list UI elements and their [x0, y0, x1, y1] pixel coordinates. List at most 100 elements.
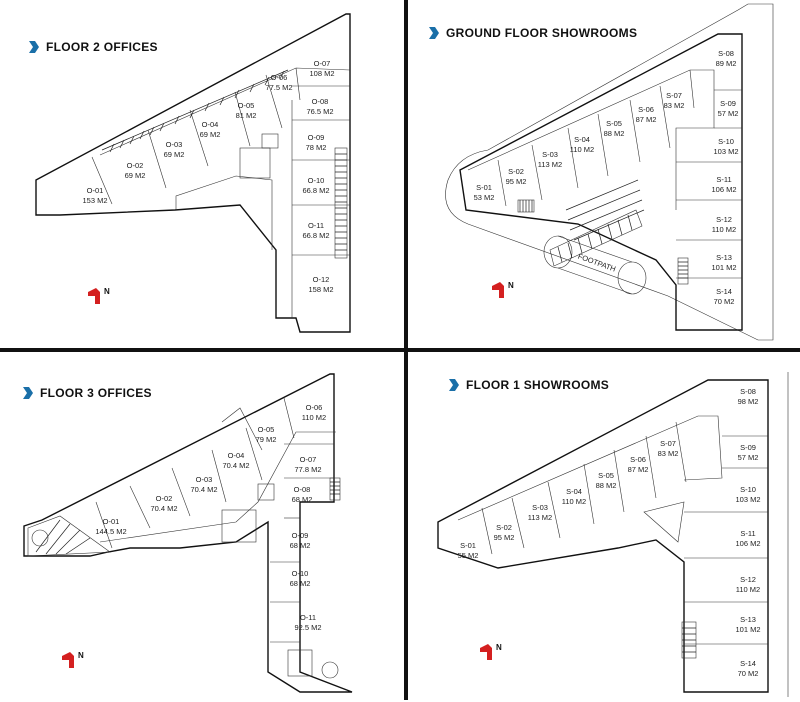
svg-text:103 M2: 103 M2 [713, 147, 738, 156]
svg-text:N: N [508, 281, 514, 290]
svg-text:108 M2: 108 M2 [309, 69, 334, 78]
svg-text:O-01: O-01 [103, 517, 120, 526]
svg-text:S-10: S-10 [718, 137, 734, 146]
svg-text:O-06: O-06 [271, 73, 288, 82]
svg-text:S-10: S-10 [740, 485, 756, 494]
svg-text:O-09: O-09 [308, 133, 325, 142]
svg-text:O-08: O-08 [294, 485, 311, 494]
panel-title: GROUND FLOOR SHOWROOMS [428, 26, 637, 40]
panel-title: FLOOR 1 SHOWROOMS [448, 378, 609, 392]
svg-text:S-06: S-06 [630, 455, 646, 464]
panel-title-text: GROUND FLOOR SHOWROOMS [446, 26, 638, 40]
svg-text:S-02: S-02 [496, 523, 512, 532]
svg-text:S-05: S-05 [598, 471, 614, 480]
svg-text:O-12: O-12 [313, 275, 330, 284]
svg-text:S-13: S-13 [716, 253, 732, 262]
svg-text:101 M2: 101 M2 [711, 263, 736, 272]
svg-text:O-02: O-02 [156, 494, 173, 503]
panel-floor-3-offices: FLOOR 3 OFFICES [0, 352, 400, 702]
svg-text:70 M2: 70 M2 [714, 297, 735, 306]
svg-text:55 M2: 55 M2 [458, 551, 479, 560]
panel-title-text: FLOOR 2 OFFICES [46, 40, 158, 54]
svg-text:66.8 M2: 66.8 M2 [302, 231, 329, 240]
svg-text:O-04: O-04 [202, 120, 219, 129]
chevron-right-icon [23, 387, 33, 399]
svg-text:S-11: S-11 [716, 175, 731, 184]
chevron-right-icon [429, 27, 439, 39]
svg-text:103 M2: 103 M2 [735, 495, 760, 504]
svg-text:113 M2: 113 M2 [538, 160, 562, 169]
svg-text:153 M2: 153 M2 [82, 196, 107, 205]
svg-text:70.4 M2: 70.4 M2 [222, 461, 249, 470]
north-arrow-icon: N [88, 287, 110, 304]
svg-text:S-08: S-08 [740, 387, 756, 396]
svg-text:106 M2: 106 M2 [735, 539, 760, 548]
panel-title: FLOOR 3 OFFICES [22, 386, 152, 400]
svg-text:89 M2: 89 M2 [716, 59, 737, 68]
svg-text:O-03: O-03 [196, 475, 213, 484]
svg-text:88 M2: 88 M2 [596, 481, 617, 490]
footpath-ramp [543, 179, 647, 295]
stair-icon [287, 477, 341, 679]
svg-text:S-09: S-09 [720, 99, 736, 108]
svg-text:92.5 M2: 92.5 M2 [294, 623, 321, 632]
svg-text:O-05: O-05 [238, 101, 255, 110]
svg-text:O-02: O-02 [127, 161, 144, 170]
svg-text:S-07: S-07 [660, 439, 676, 448]
svg-text:113 M2: 113 M2 [528, 513, 552, 522]
svg-text:S-04: S-04 [574, 135, 590, 144]
svg-text:68 M2: 68 M2 [290, 579, 311, 588]
svg-text:S-02: S-02 [508, 167, 524, 176]
stair-icon [681, 621, 697, 659]
svg-text:70 M2: 70 M2 [738, 669, 759, 678]
svg-text:87 M2: 87 M2 [636, 115, 657, 124]
svg-text:110 M2: 110 M2 [302, 413, 326, 422]
svg-text:83 M2: 83 M2 [658, 449, 679, 458]
svg-text:S-05: S-05 [606, 119, 622, 128]
svg-text:57 M2: 57 M2 [718, 109, 739, 118]
stair-icon [334, 147, 348, 259]
svg-text:S-12: S-12 [716, 215, 732, 224]
svg-text:95 M2: 95 M2 [494, 533, 515, 542]
svg-text:O-10: O-10 [292, 569, 309, 578]
svg-text:S-14: S-14 [716, 287, 732, 296]
svg-text:77.5 M2: 77.5 M2 [265, 83, 292, 92]
svg-text:69 M2: 69 M2 [200, 130, 221, 139]
svg-text:106 M2: 106 M2 [711, 185, 736, 194]
svg-text:S-03: S-03 [532, 503, 548, 512]
svg-text:O-08: O-08 [312, 97, 329, 106]
svg-text:O-05: O-05 [258, 425, 275, 434]
svg-text:O-07: O-07 [300, 455, 317, 464]
svg-text:87 M2: 87 M2 [628, 465, 649, 474]
svg-text:S-06: S-06 [638, 105, 654, 114]
